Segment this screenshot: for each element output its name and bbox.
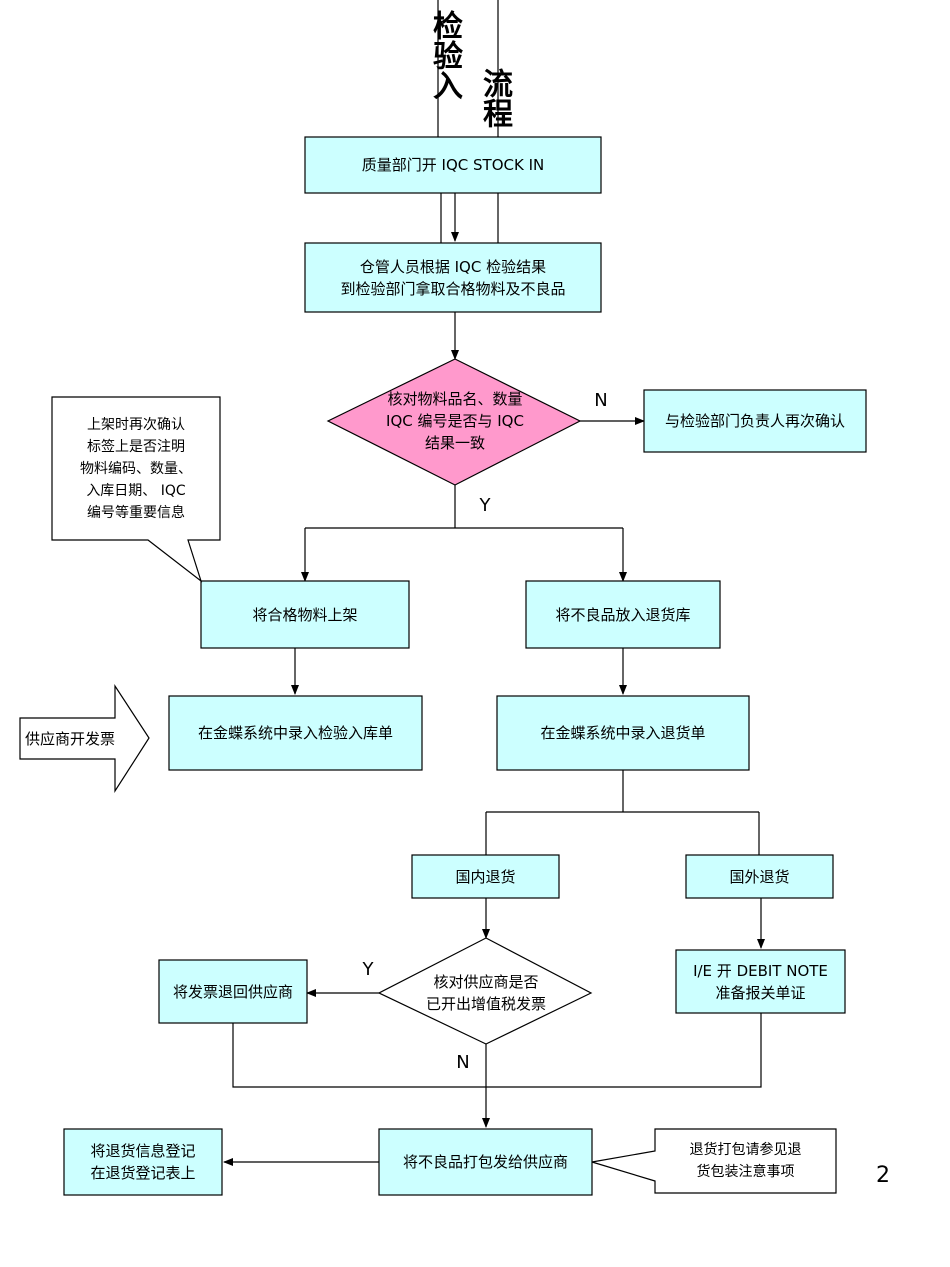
node-iqc-stock-in: 质量部门开 IQC STOCK IN (361, 156, 545, 174)
node-enter-return-note: 在金蝶系统中录入退货单 (540, 724, 706, 742)
title-col-1: 检验入 (427, 10, 462, 100)
node-pack-ship: 将不良品打包发给供应商 (402, 1153, 568, 1171)
line-debit-merge (486, 1013, 762, 1088)
label-y-continue: Y (479, 494, 491, 516)
callout-packing-notes: 退货打包请参见退 货包装注意事项 (689, 1142, 802, 1180)
node-check-match: 核对物料品名、数量 IQC 编号是否与 IQC 结果一致 (386, 390, 524, 452)
node-reconfirm: 与检验部门负责人再次确认 (664, 412, 845, 430)
box-reconfirm (643, 389, 867, 453)
node-check-vat-invoice: 核对供应商是否 已开出增值税发票 (425, 973, 546, 1013)
node-debit-note: I/E 开 DEBIT NOTE 准备报关单证 (693, 961, 828, 1002)
node-supplier-invoice: 供应商开发票 (24, 729, 115, 748)
box-shelve-good (200, 580, 410, 649)
box-enter-inspection-receipt (168, 695, 423, 771)
box-enter-return-note (496, 695, 750, 771)
box-pack-ship (378, 1128, 593, 1196)
label-n-pack: N (456, 1051, 470, 1073)
node-enter-inspection-receipt: 在金蝶系统中录入检验入库单 (197, 724, 393, 742)
node-fetch-materials: 仓管人员根据 IQC 检验结果 到检验部门拿取合格物料及不良品 (340, 257, 566, 298)
page-number: 2 (876, 1162, 890, 1188)
diamond-check-match (326, 358, 582, 486)
block-arrow-supplier-invoice (19, 683, 150, 794)
callout-bubble-shelf-label (51, 396, 221, 583)
box-foreign-return (685, 854, 834, 899)
label-y-return-invoice: Y (362, 958, 374, 980)
line-return-invoice-merge (232, 1023, 486, 1088)
connectors (223, 0, 765, 1166)
box-fetch-materials (304, 242, 602, 313)
callout-bubble-packing (591, 1128, 837, 1194)
node-shelve-good: 将合格物料上架 (252, 605, 358, 624)
box-register-return (63, 1128, 223, 1196)
diamond-check-vat-invoice (377, 937, 593, 1045)
node-register-return: 将退货信息登记 在退货登记表上 (90, 1142, 196, 1182)
box-debit-note (675, 949, 846, 1014)
node-bad-to-return-store: 将不良品放入退货库 (555, 605, 691, 624)
box-iqc-stock-in (304, 136, 602, 194)
box-domestic-return (411, 854, 560, 899)
box-return-invoice (158, 959, 308, 1024)
label-n-reconfirm: N (594, 389, 608, 411)
title-col-2: 流程 (477, 67, 512, 128)
node-return-invoice: 将发票退回供应商 (172, 982, 293, 1001)
node-domestic-return: 国内退货 (455, 867, 516, 886)
boxes (63, 136, 867, 1196)
box-bad-to-return-store (525, 580, 721, 649)
callout-shelf-label-check: 上架时再次确认 标签上是否注明 物料编码、数量、 入库日期、 IQC 编号等重要… (80, 416, 192, 521)
node-foreign-return: 国外退货 (729, 867, 790, 886)
